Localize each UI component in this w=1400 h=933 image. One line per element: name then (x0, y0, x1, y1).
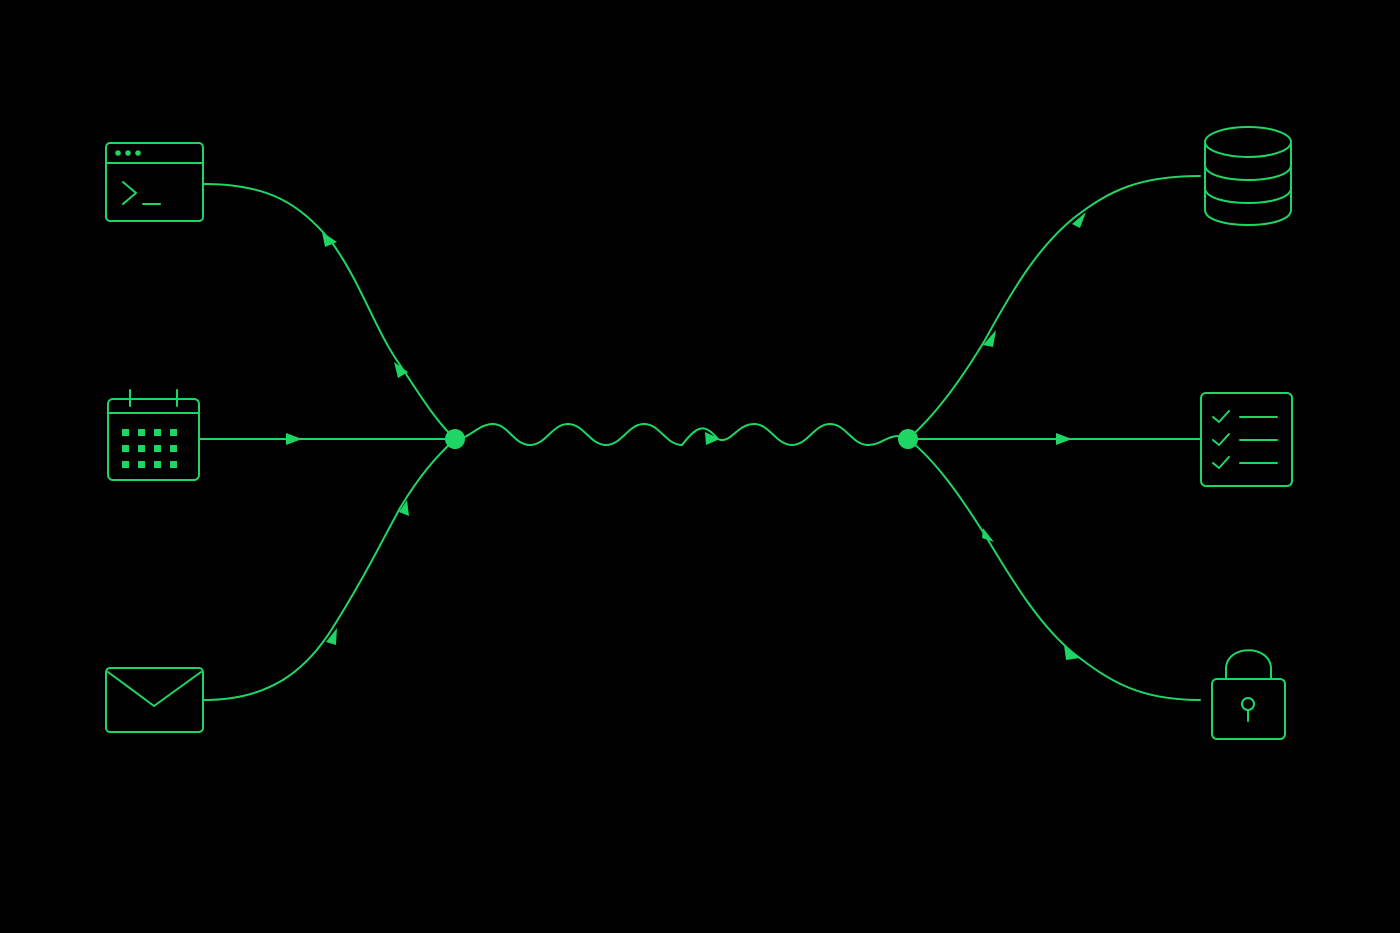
checklist-icon (1200, 392, 1293, 487)
calendar-grid (122, 429, 177, 468)
arrowhead (394, 362, 408, 378)
split-to-lock-line (907, 438, 1201, 701)
terminal-to-merge-line (203, 183, 456, 440)
split-to-database-line (907, 175, 1201, 440)
arrowhead (286, 433, 302, 445)
email-to-merge-line (203, 438, 456, 701)
arrowhead (705, 432, 720, 445)
padlock-icon (1211, 649, 1286, 740)
arrowhead (322, 232, 337, 247)
split-node (898, 429, 918, 449)
arrowhead (399, 500, 409, 516)
arrowhead (1064, 645, 1080, 660)
arrowhead (983, 330, 996, 347)
arrowhead (1072, 212, 1086, 228)
merge-node (445, 429, 465, 449)
database-icon (1204, 126, 1292, 226)
arrowhead (1056, 433, 1072, 445)
arrowhead (982, 528, 994, 542)
calendar-icon (107, 389, 200, 481)
arrowhead (326, 628, 337, 645)
wavy-connection (454, 423, 909, 446)
terminal-window-icon (105, 142, 204, 222)
envelope-icon (105, 667, 204, 733)
